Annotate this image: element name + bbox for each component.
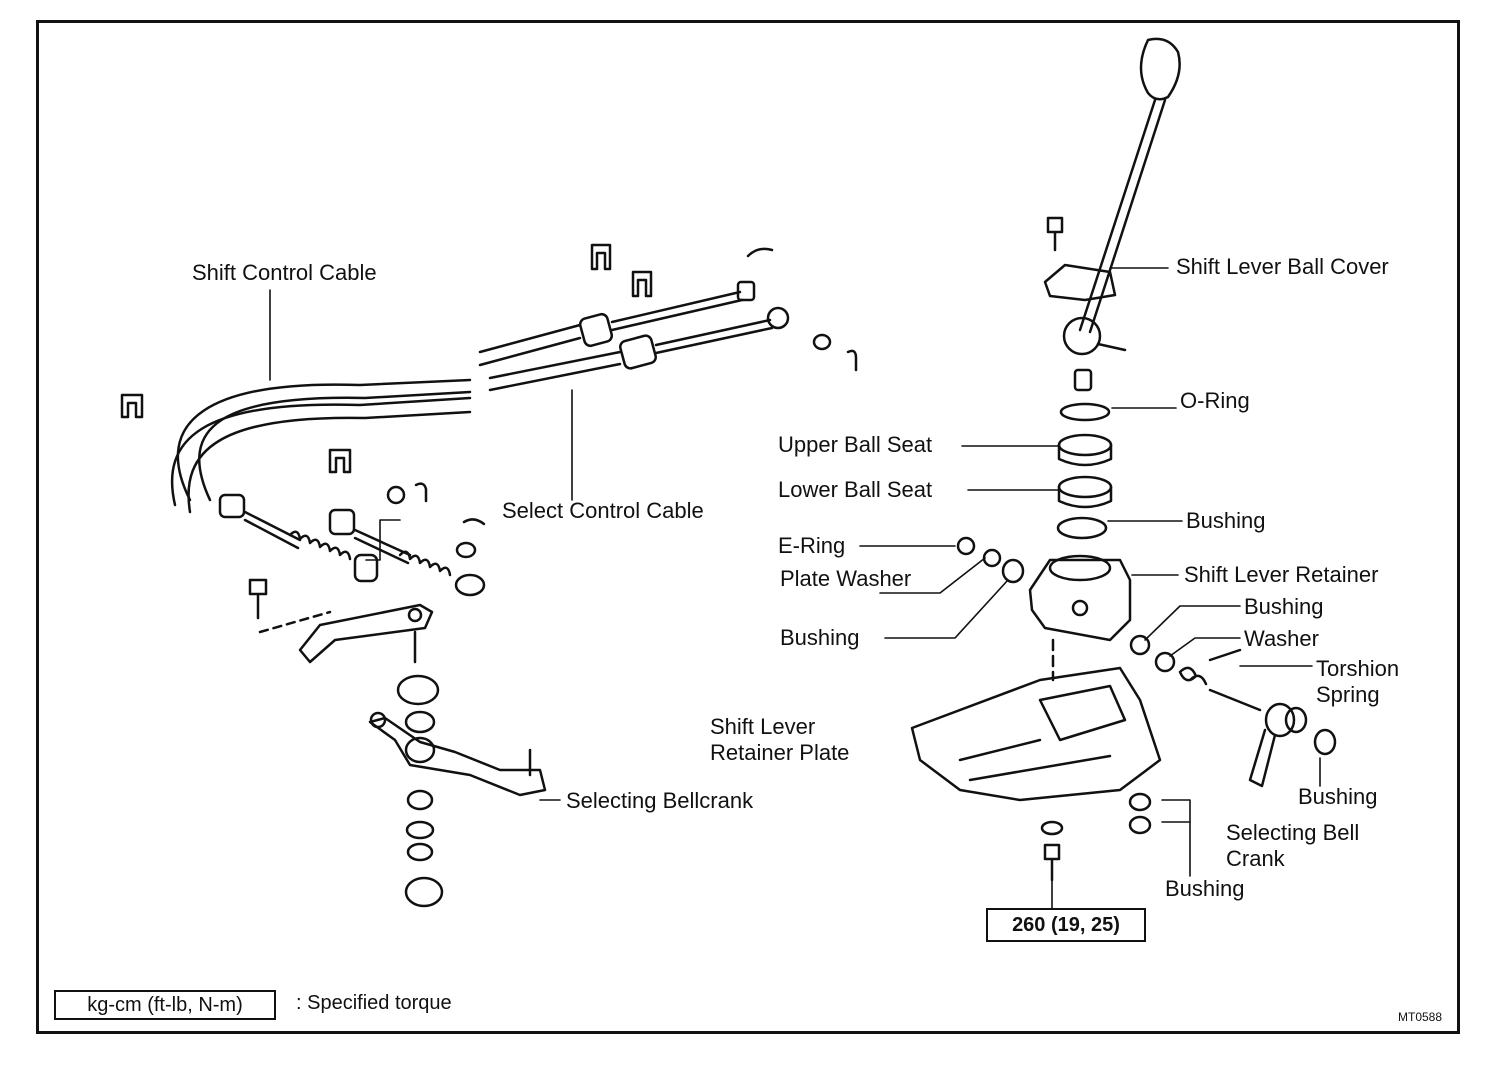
label-shift-lever-retainer: Shift Lever Retainer [1184,562,1379,587]
leader-lines [269,267,1321,909]
label-upper-ball-seat: Upper Ball Seat [778,432,933,457]
label-bushing-crank: Bushing [1298,784,1378,809]
torque-spec-box: 260 (19, 25) [986,908,1146,942]
label-e-ring: E-Ring [778,533,846,558]
shift-lever-retainer-part [1028,554,1132,642]
label-lower-ball-seat: Lower Ball Seat [778,477,933,502]
label-washer: Washer [1244,626,1319,651]
bolt-and-bushings-bottom [1040,792,1152,882]
label-bushing-bottom: Bushing [1165,876,1245,901]
select-control-cable [170,306,790,514]
cable-clips [120,243,858,559]
label-shift-lever-ball-cover: Shift Lever Ball Cover [1176,254,1389,279]
label-bushing-retainer: Bushing [1244,594,1324,619]
label-plate-washer: Plate Washer [780,566,912,591]
label-o-ring: O-Ring [1180,388,1250,413]
legend-description: : Specified torque [296,992,452,1014]
bracket-and-bolt-left [248,578,434,664]
label-selecting-bell-crank: Selecting Bell Crank [1226,820,1360,871]
label-bushing-left: Bushing [780,625,860,650]
label-select-control-cable: Select Control Cable [502,498,704,523]
label-selecting-bellcrank: Selecting Bellcrank [566,788,754,813]
shift-lever [1043,37,1181,392]
label-shift-lever-retainer-plate: Shift Lever Retainer Plate [710,714,850,765]
figure-code: MT0588 [1398,1010,1443,1024]
retainer-plate-part [910,638,1162,802]
shift-control-cable [176,280,756,502]
label-torshion-spring: Torshion Spring [1316,656,1400,707]
cable-ends-left [218,493,486,597]
diagram-frame [36,20,1460,1034]
label-shift-control-cable: Shift Control Cable [192,260,377,285]
legend-units-box: kg-cm (ft-lb, N-m) [54,990,276,1020]
ball-seats-and-rings [1056,402,1113,540]
bell-crank-right [1208,688,1337,788]
label-bushing-upper: Bushing [1186,508,1266,533]
small-bushings-right [956,536,1242,686]
selecting-bellcrank-assembly [368,630,547,908]
